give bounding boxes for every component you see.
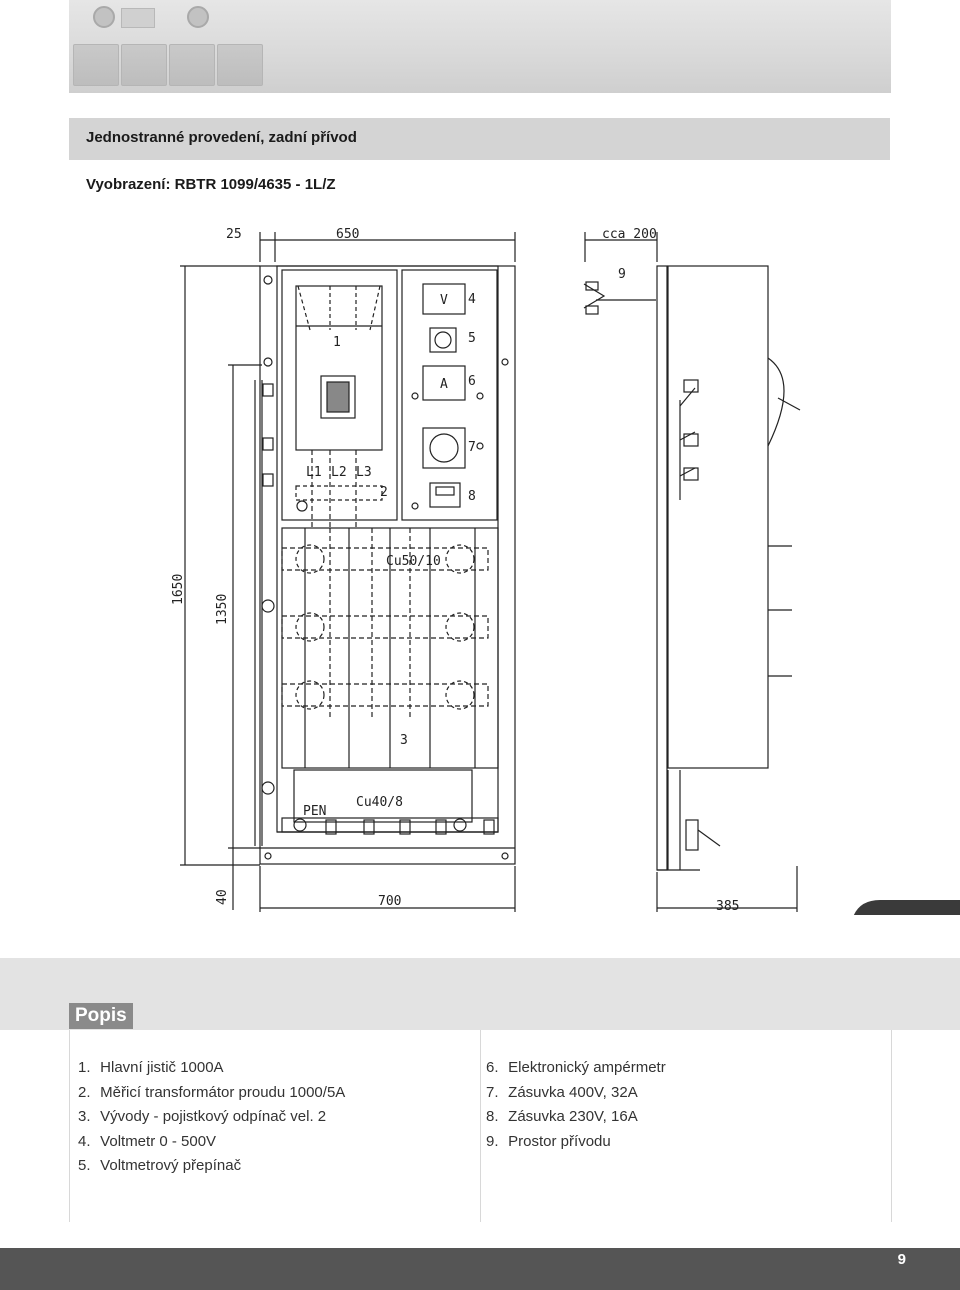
dim-cca200: cca 200 [602,227,657,242]
label-6: 6 [468,374,476,389]
header-photo [69,0,891,93]
label-7: 7 [468,440,476,455]
label-L1: L1 [306,465,322,480]
photo-plate [121,8,155,28]
dim-700: 700 [378,894,401,909]
photo-knob [93,6,115,28]
dim-385: 385 [716,899,739,914]
list-item: 8. Zásuvka 230V, 16A [486,1108,638,1125]
figure-caption: Vyobrazení: RBTR 1099/4635 - 1L/Z [86,176,336,193]
label-9: 9 [618,267,626,282]
list-item: 7. Zásuvka 400V, 32A [486,1083,638,1101]
list-item: 4. Voltmetr 0 - 500V [78,1132,217,1150]
label-V: V [440,293,448,308]
dim-1650: 1650 [171,574,186,605]
label-2: 2 [380,485,388,500]
section-title: Jednostranné provedení, zadní přívod [86,129,357,146]
photo-unit [73,44,119,86]
label-L2: L2 [331,465,347,480]
dim-25: 25 [226,227,242,242]
photo-knob [187,6,209,28]
photo-unit [169,44,215,86]
label-pen: PEN [303,804,326,819]
list-item: 2. Měřicí transformátor proudu 1000/5A [78,1083,346,1101]
dim-1350: 1350 [215,594,230,625]
list-item: 9. Prostor přívodu [486,1132,611,1150]
list-area [69,1030,892,1222]
list-item: 5. Voltmetrový přepínač [78,1157,242,1174]
list-item: 6. Elektronický ampérmetr [486,1059,666,1076]
page-number: 9 [897,1251,906,1268]
label-A: A [440,377,448,392]
label-L3: L3 [356,465,372,480]
label-1: 1 [333,335,341,350]
label-cu50: Cu50/10 [386,554,441,569]
list-item: 1. Hlavní jistič 1000A [78,1059,224,1076]
label-4: 4 [468,292,476,307]
label-3: 3 [400,733,408,748]
photo-unit [121,44,167,86]
photo-unit [217,44,263,86]
dim-650: 650 [336,227,359,242]
dim-40: 40 [215,889,230,905]
column-divider [480,1030,481,1222]
technical-drawing: 25 650 cca 200 1650 1350 40 700 385 1 2 … [171,227,960,915]
list-item: 3. Vývody - pojistkový odpínač vel. 2 [78,1108,327,1125]
label-5: 5 [468,331,476,346]
description-list-right: 6. Elektronický ampérmetr 7. Zásuvka 400… [486,1056,666,1154]
footer-bar [0,1248,960,1290]
label-8: 8 [468,489,476,504]
label-cu40: Cu40/8 [356,795,403,810]
section-bar [69,118,890,160]
popis-band [0,958,960,1030]
popis-heading: Popis [69,1003,133,1029]
description-list-left: 1. Hlavní jistič 1000A 2. Měřicí transfo… [78,1056,345,1179]
